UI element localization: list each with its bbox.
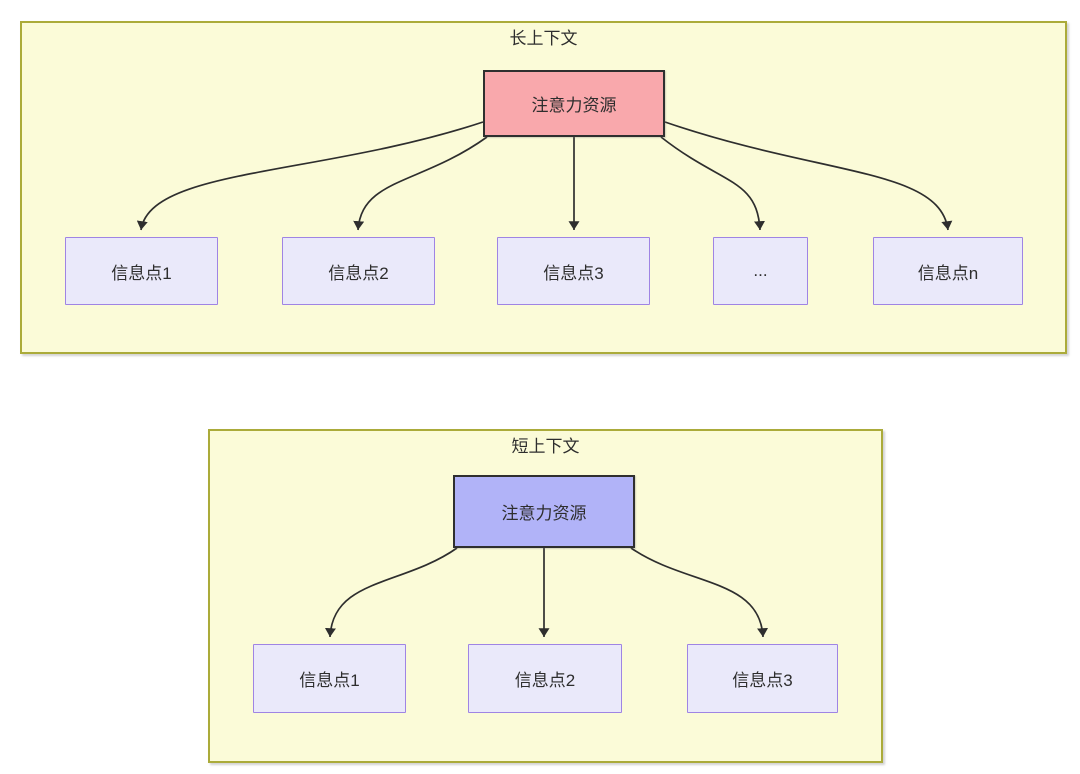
long-context-info-node-3: 信息点3 bbox=[497, 237, 650, 305]
long-context-title: 长上下文 bbox=[509, 29, 578, 48]
short-context-title: 短上下文 bbox=[511, 437, 580, 456]
short-context-info-node-3: 信息点3 bbox=[687, 644, 838, 713]
short-context-attention-node: 注意力资源 bbox=[453, 475, 635, 548]
short-context-info-node-1: 信息点1 bbox=[253, 644, 406, 713]
short-context-info-node-2: 信息点2 bbox=[468, 644, 622, 713]
long-context-info-node-ellipsis: ... bbox=[713, 237, 808, 305]
long-context-attention-node: 注意力资源 bbox=[483, 70, 665, 137]
long-context-info-node-n: 信息点n bbox=[873, 237, 1023, 305]
long-context-info-node-1: 信息点1 bbox=[65, 237, 218, 305]
long-context-info-node-2: 信息点2 bbox=[282, 237, 435, 305]
